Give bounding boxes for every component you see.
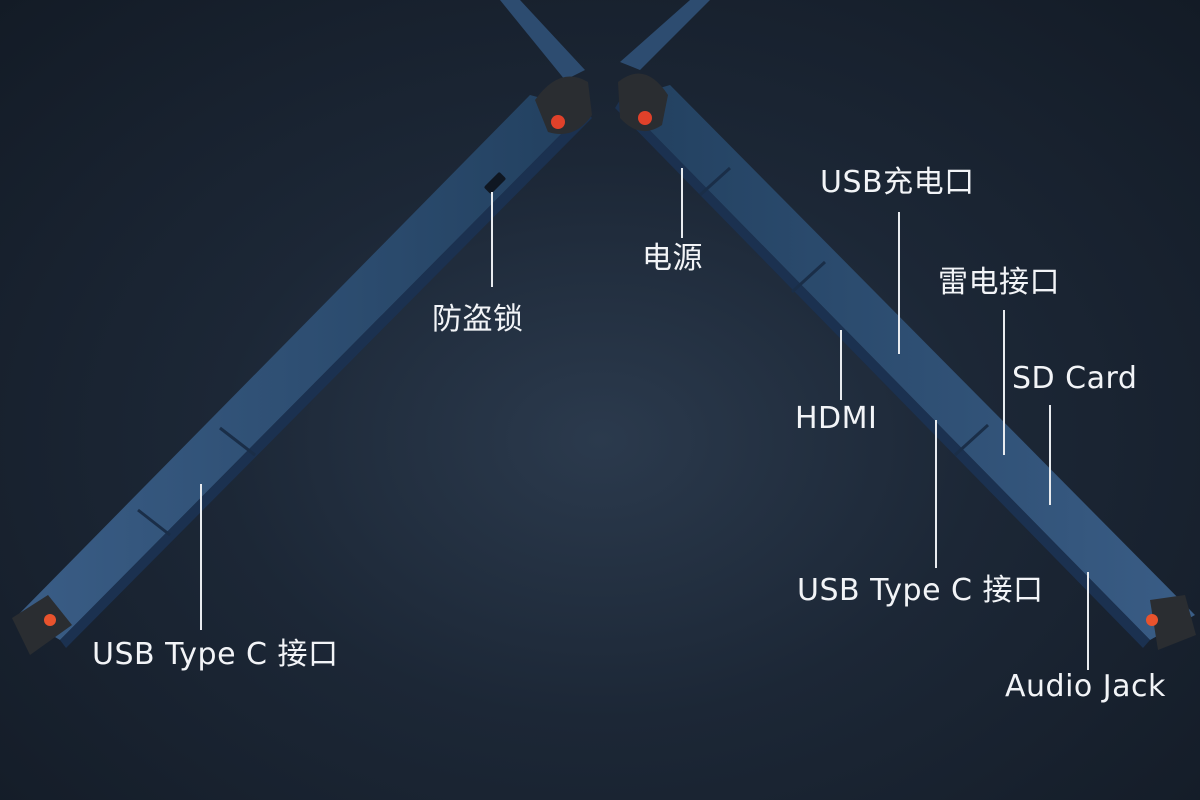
right-base — [620, 85, 1195, 640]
left-hinge-button — [551, 115, 565, 129]
label-thunderbolt: 雷电接口 — [938, 265, 1060, 300]
leader-sd — [1049, 405, 1051, 505]
leader-hdmi — [840, 330, 842, 400]
right-laptop — [615, 0, 1196, 650]
left-seg-line — [137, 508, 171, 537]
right-seg-line — [953, 423, 990, 457]
label-left-usbc: USB Type C 接口 — [92, 637, 339, 672]
label-power: 电源 — [642, 241, 703, 276]
label-sd-card: SD Card — [1012, 361, 1138, 396]
label-hdmi: HDMI — [795, 401, 878, 436]
label-right-usbc: USB Type C 接口 — [797, 573, 1044, 608]
leader-usb-charge — [898, 212, 900, 354]
leader-lock — [491, 192, 493, 287]
left-foot-dot — [44, 614, 56, 626]
left-laptop — [12, 0, 592, 655]
leader-power — [681, 168, 683, 238]
right-foot — [1146, 595, 1196, 650]
right-hinge — [618, 73, 668, 132]
left-foot — [12, 595, 72, 655]
left-base-edge — [60, 110, 592, 648]
label-usb-charge: USB充电口 — [820, 165, 975, 200]
leader-audio — [1087, 572, 1089, 670]
right-seg-line — [790, 260, 827, 294]
right-seg-line — [698, 166, 732, 197]
right-hinge-button — [638, 111, 652, 125]
left-base — [18, 95, 585, 640]
right-base-edge — [615, 100, 1150, 648]
right-lid — [620, 0, 710, 70]
label-lock: 防盗锁 — [432, 302, 524, 337]
leader-right-usbc — [935, 420, 937, 568]
label-audio-jack: Audio Jack — [1005, 669, 1166, 704]
leader-thunderbolt — [1003, 310, 1005, 455]
left-lid — [500, 0, 585, 80]
left-hinge — [535, 76, 592, 134]
right-foot-dot — [1146, 614, 1158, 626]
left-seg-line — [219, 426, 256, 457]
leader-left-usbc — [200, 484, 202, 630]
lock-slot — [484, 172, 506, 194]
